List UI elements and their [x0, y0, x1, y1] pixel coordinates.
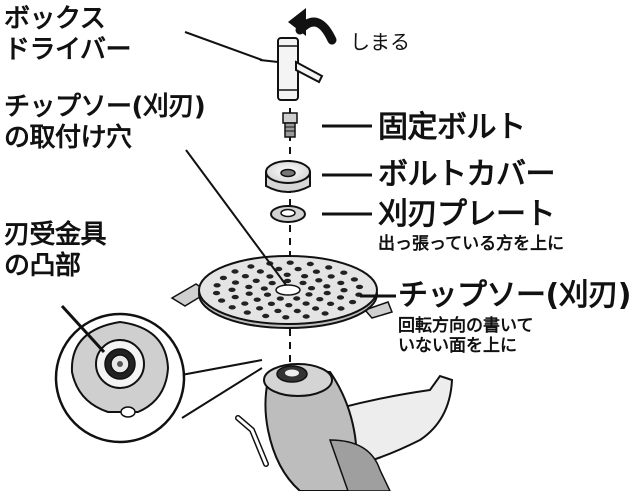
blade-vent-hole: [294, 266, 302, 272]
blade-vent-hole: [327, 274, 335, 279]
blade-vent-hole: [340, 288, 348, 293]
blade-vent-hole: [293, 308, 301, 314]
blade-vent-hole: [355, 284, 364, 290]
trimmer-head-assembly: [235, 363, 454, 491]
blade-vent-hole: [283, 278, 292, 284]
blade-vent-hole: [231, 294, 239, 300]
tip-saw-note-line-2: いない面を上に: [398, 336, 517, 357]
tip-saw-label: チップソー(刈刃): [398, 278, 631, 313]
blade-vent-hole: [231, 269, 239, 274]
blade-vent-hole: [327, 301, 335, 306]
blade-vent-hole: [241, 274, 249, 279]
blade-vent-hole: [305, 292, 313, 297]
blade-plate-note: 出っ張っている方を上に: [378, 234, 565, 254]
blade-vent-hole: [245, 284, 253, 290]
blade-vent-hole: [252, 278, 260, 283]
blade-vent-hole: [253, 297, 261, 302]
blade-vent-hole: [285, 303, 293, 308]
blade-vent-hole: [315, 278, 323, 283]
box-driver-label: ボックス ドライバー: [4, 4, 131, 65]
blade-vent-hole: [213, 283, 221, 288]
blade-vent-holes: [212, 260, 364, 320]
blade-vent-hole: [312, 306, 320, 311]
blade-holder-label-line-1: 刃受金具: [4, 220, 107, 250]
blade-vent-hole: [275, 266, 283, 272]
blade-vent-hole: [247, 264, 255, 269]
box-driver-leader: [184, 31, 263, 61]
blade-vent-hole: [256, 306, 264, 311]
blade-vent-hole: [307, 286, 316, 291]
blade-vent-hole: [228, 305, 236, 310]
box-driver-tool: [259, 37, 324, 101]
tip-saw-mount-label-line-2: の取付け穴: [4, 122, 132, 153]
fixing-bolt-label: 固定ボルト: [378, 110, 526, 145]
blade-vent-hole: [340, 270, 348, 275]
blade-vent-hole: [276, 296, 284, 301]
tip-saw-note-line-1: 回転方向の書いて: [398, 316, 534, 336]
blade-vent-hole: [286, 260, 294, 265]
blade-vent-hole: [350, 277, 358, 282]
blade-plate: [270, 205, 306, 223]
blade-vent-hole: [243, 310, 251, 315]
blade-vent-hole: [312, 269, 320, 274]
blade-holder-detail-callout: [54, 304, 263, 444]
tip-saw-mount-label-line-1: チップソー(刈刃): [4, 92, 206, 122]
blade-vent-hole: [301, 274, 309, 279]
blade-vent-hole: [316, 297, 324, 302]
blade-vent-hole: [299, 280, 307, 286]
blade-vent-hole: [283, 272, 291, 277]
blade-vent-hole: [323, 284, 331, 289]
blade-vent-hole: [337, 280, 345, 286]
blade-vent-hole: [349, 299, 357, 305]
blade-vent-hole: [231, 280, 240, 285]
tip-saw-note: 回転方向の書いて いない面を上に: [398, 316, 534, 357]
blade-holder-label-line-2: の凸部: [4, 250, 81, 281]
blade-vent-hole: [336, 295, 345, 300]
bolt-cover: [265, 160, 311, 193]
tip-saw-mount-leader: [185, 149, 287, 286]
blade-vent-hole: [241, 301, 249, 306]
blade-vent-hole: [267, 301, 275, 306]
tip-saw-blade: [170, 255, 394, 329]
blade-vent-hole: [212, 290, 221, 296]
bolt-cover-label: ボルトカバー: [378, 157, 556, 192]
blade-vent-hole: [321, 311, 329, 316]
blade-vent-hole: [228, 287, 236, 292]
blade-vent-hole: [274, 308, 282, 314]
blade-vent-hole: [266, 274, 274, 279]
fixing-bolt: [282, 112, 298, 138]
blade-vent-hole: [256, 269, 264, 274]
blade-vent-hole: [302, 301, 310, 306]
blade-vent-hole: [260, 286, 268, 291]
blade-vent-hole: [245, 291, 253, 296]
blade-vent-hole: [282, 315, 290, 320]
blade-vent-hole: [219, 275, 227, 281]
blade-vent-hole: [323, 290, 331, 296]
tighten-label: しまる: [350, 30, 410, 54]
blade-vent-hole: [302, 314, 310, 319]
blade-plate-label: 刈刃プレート: [378, 197, 556, 232]
blade-vent-hole: [325, 265, 333, 270]
tighten-arrow-icon: [288, 8, 337, 45]
blade-holder-label: 刃受金具 の凸部: [4, 220, 107, 281]
blade-vent-hole: [263, 292, 272, 297]
blade-vent-hole: [218, 298, 226, 303]
blade-vent-hole: [306, 261, 314, 267]
box-driver-label-line-2: ドライバー: [4, 34, 131, 65]
blade-vent-hole: [268, 280, 276, 286]
blade-vent-hole: [337, 306, 345, 311]
blade-vent-hole: [293, 296, 301, 301]
tip-saw-mount-label: チップソー(刈刃) の取付け穴: [4, 92, 206, 153]
box-driver-label-line-1: ボックス: [4, 4, 106, 34]
blade-vent-hole: [262, 313, 270, 319]
